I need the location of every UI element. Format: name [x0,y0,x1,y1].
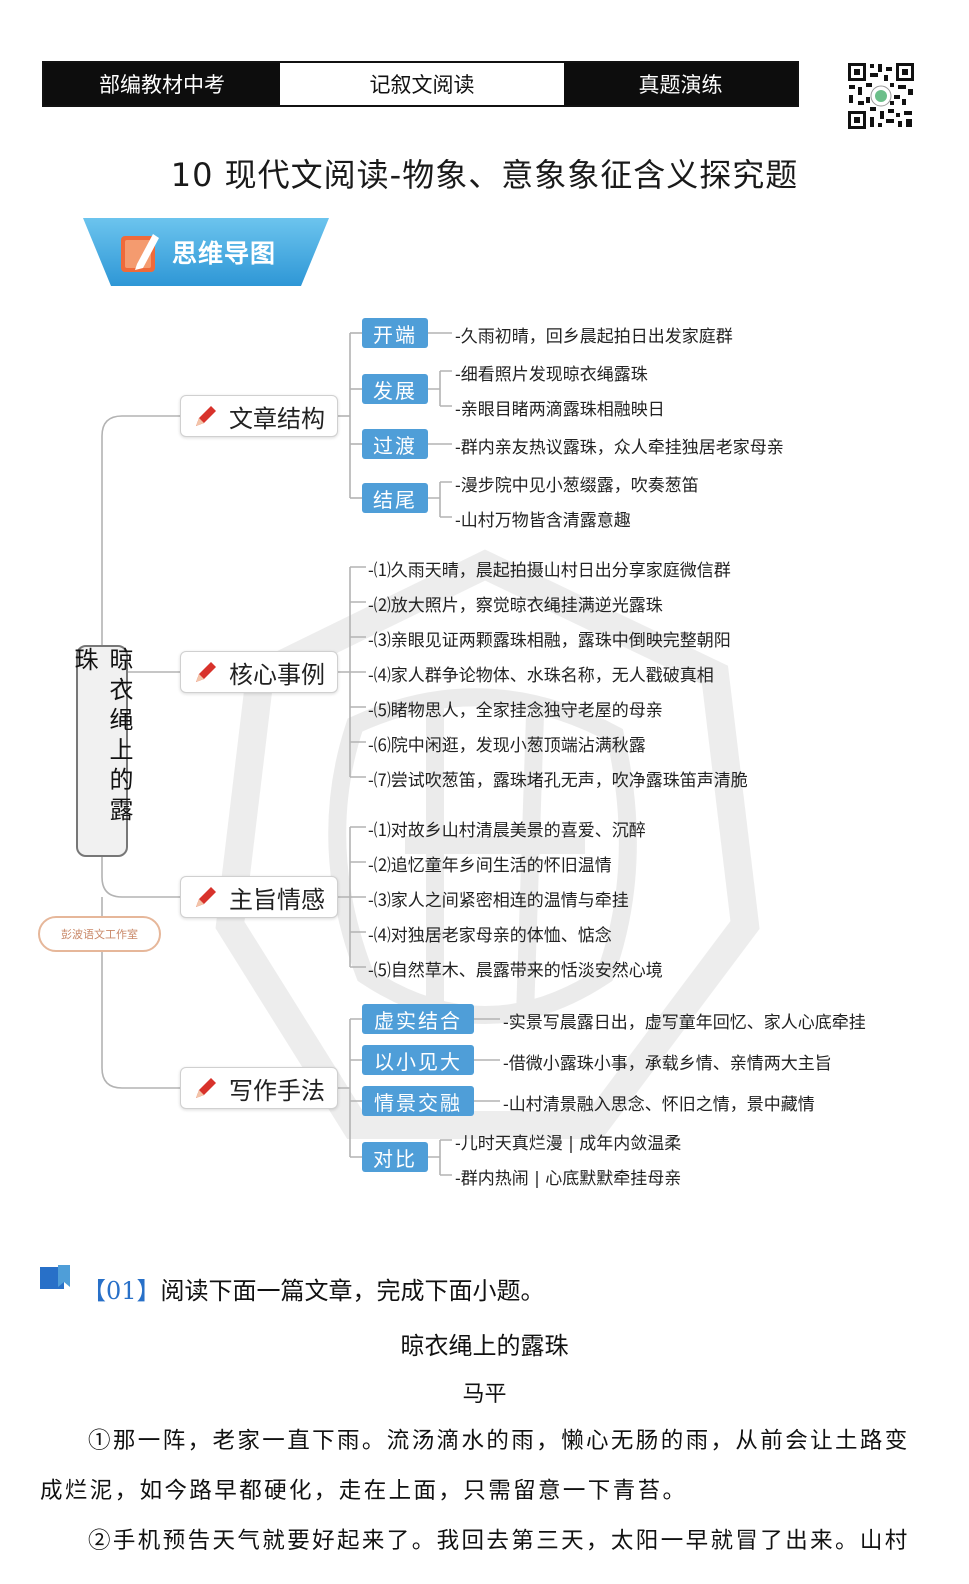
branch-technique: 写作手法 [180,1067,338,1109]
watermark-seal [215,549,760,1139]
branch-structure: 文章结构 [180,395,338,437]
leaf-example: -⑶亲眼见证两颗露珠相融，露珠中倒映完整朝阳 [368,631,731,651]
leaf-emotion: -⑵追忆童年乡间生活的怀旧温情 [368,856,612,876]
pencil-icon [196,1078,216,1098]
leaf-technique: -群内热闹 | 心底默默牵挂母亲 [455,1169,682,1189]
leaf-emotion: -⑸自然草木、晨露带来的恬淡安然心境 [368,961,663,981]
bookmark-icon [40,1265,70,1289]
tag-small-to-large: 以小见大 [362,1045,474,1075]
header-tab-textbook: 部编教材中考 [44,63,280,105]
leaf-structure: -群内亲友热议露珠，众人牵挂独居老家母亲 [455,438,784,458]
question-heading: 【01】阅读下面一篇文章，完成下面小题。 [82,1271,545,1306]
leaf-emotion: -⑴对故乡山村清晨美景的喜爱、沉醉 [368,821,646,841]
leaf-structure: -漫步院中见小葱缀露，吹奏葱笛 [455,476,699,496]
leaf-emotion: -⑷对独居老家母亲的体恤、惦念 [368,926,612,946]
leaf-technique: -借微小露珠小事，承载乡情、亲情两大主旨 [503,1054,832,1074]
branch-emotion: 主旨情感 [180,876,338,918]
mindmap-root-label: 晾衣绳上的露珠 [70,647,133,827]
question-instruction: 阅读下面一篇文章，完成下面小题。 [160,1277,545,1305]
leaf-technique: -儿时天真烂漫 | 成年内敛温柔 [455,1134,682,1154]
tag-contrast: 对比 [362,1142,428,1172]
leaf-example: -⑷家人群争论物体、水珠名称，无人戳破真相 [368,666,714,686]
leaf-structure: -亲眼目睹两滴露珠相融映日 [455,400,665,420]
leaf-structure: -山村万物皆含清露意趣 [455,511,631,531]
leaf-technique: -实景写晨露日出，虚写童年回忆、家人心底牵挂 [503,1013,866,1033]
leaf-example: -⑺尝试吹葱笛，露珠堵孔无声，吹净露珠笛声清脆 [368,771,748,791]
leaf-example: -⑹院中闲逛，发现小葱顶端沾满秋露 [368,736,646,756]
tag-opening: 开端 [362,318,428,348]
leaf-example: -⑴久雨天晴，晨起拍摄山村日出分享家庭微信群 [368,561,731,581]
tag-ending: 结尾 [362,483,428,513]
qr-code-icon [846,61,916,131]
article-paragraph: ①那一阵，老家一直下雨。流汤滴水的雨，懒心无肠的雨，从前会让土路变成烂泥，如今路… [40,1428,910,1504]
question-number: 【01】 [82,1277,161,1305]
leaf-structure: -细看照片发现晾衣绳露珠 [455,365,648,385]
pencil-icon [196,887,216,907]
branch-examples: 核心事例 [180,651,338,693]
branch-structure-label: 文章结构 [229,404,325,433]
mindmap-root: 晾衣绳上的露珠 [70,645,133,857]
header-tab-exercises: 真题演练 [564,63,797,105]
leaf-technique: -山村清景融入思念、怀旧之情，景中藏情 [503,1095,815,1115]
leaf-emotion: -⑶家人之间紧密相连的温情与牵挂 [368,891,629,911]
header-bar: 部编教材中考 记叙文阅读 真题演练 [42,61,799,107]
branch-technique-label: 写作手法 [229,1076,325,1105]
mindmap-banner [83,218,329,286]
branch-emotion-label: 主旨情感 [229,885,325,914]
studio-stamp: 彭波语文工作室 [38,916,161,952]
article-paragraph: ②手机预告天气就要好起来了。我回去第三天，太阳一早就冒了出来。山村 [88,1528,910,1554]
edit-note-icon [121,234,159,272]
tag-real-virtual: 虚实结合 [362,1004,474,1034]
pencil-icon [196,406,216,426]
tag-transition: 过渡 [362,429,428,459]
tag-development: 发展 [362,374,428,404]
pencil-icon [196,662,216,682]
branch-examples-label: 核心事例 [229,660,325,689]
page-title: 10 现代文阅读-物象、意象象征含义探究题 [170,156,799,194]
mindmap-banner-label: 思维导图 [172,239,277,268]
article-title: 晾衣绳上的露珠 [400,1332,569,1360]
tag-scene-emotion: 情景交融 [362,1086,474,1116]
leaf-structure: -久雨初晴，回乡晨起拍日出发家庭群 [455,327,733,347]
mindmap-connectors [101,332,500,1176]
article-author: 马平 [462,1382,507,1407]
leaf-example: -⑸睹物思人，全家挂念独守老屋的母亲 [368,701,663,721]
header-tab-narrative: 记叙文阅读 [280,63,564,105]
leaf-example: -⑵放大照片，察觉晾衣绳挂满逆光露珠 [368,596,663,616]
